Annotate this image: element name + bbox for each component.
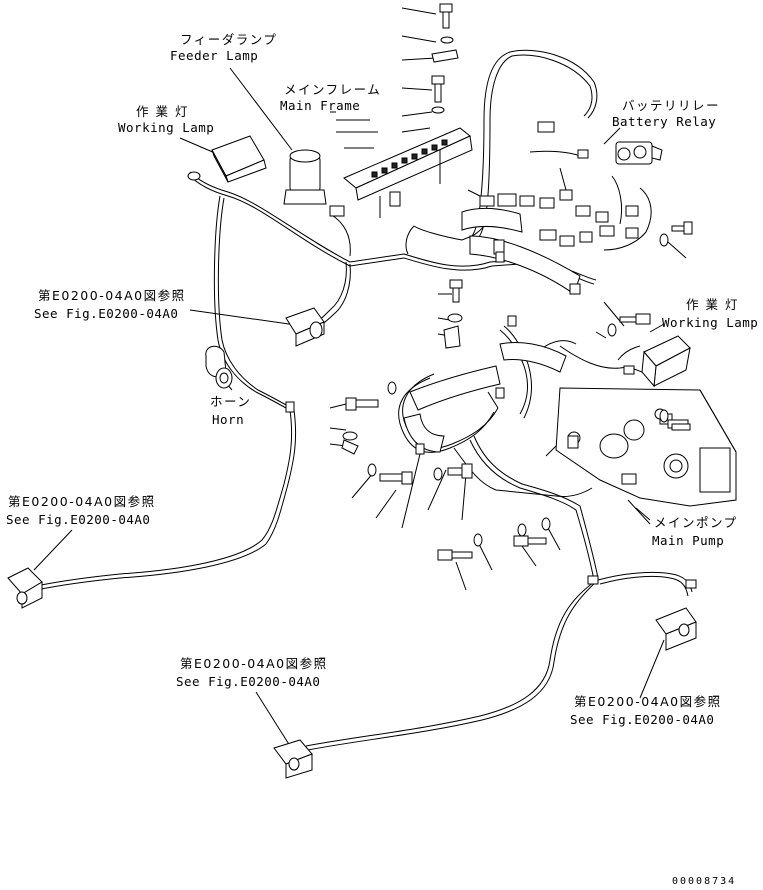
- see-fig-bottom-right-label-jp: 第E0200-04A0図参照: [574, 694, 722, 709]
- main-frame-label-jp: メインフレーム: [284, 82, 381, 97]
- leader-lines: [33, 7, 695, 747]
- bolt-stack-mid: [443, 279, 463, 349]
- bolt-head: [439, 3, 453, 13]
- feeder-lamp: [283, 149, 345, 217]
- see-fig-far-left-label-jp: 第E0200-04A0図参照: [8, 494, 156, 509]
- feeder-lamp-label-en: Feeder Lamp: [170, 48, 258, 63]
- working-lamp-right: [641, 335, 691, 388]
- relay-mount-bolt: [659, 221, 693, 247]
- drawing-number: 00008734: [672, 876, 736, 887]
- see-fig-far-left-label-en: See Fig.E0200-04A0: [6, 512, 150, 527]
- see-fig-left-label-jp: 第E0200-04A0図参照: [38, 288, 186, 303]
- wire-clamps: [285, 251, 697, 589]
- bolts-lower-left: [341, 381, 691, 561]
- working-lamp-left: [187, 135, 267, 183]
- horn-label-jp: ホーン: [210, 394, 251, 409]
- see-fig-bottom-label-en: See Fig.E0200-04A0: [176, 674, 320, 689]
- working-lamp-right-label-jp: 作 業 灯: [686, 297, 739, 312]
- washer: [440, 36, 454, 44]
- bolt-stack-top: [431, 3, 459, 114]
- working-lamp-right-label-en: Working Lamp: [662, 315, 758, 330]
- connector-bottom: [273, 739, 313, 779]
- see-fig-left-label-en: See Fig.E0200-04A0: [34, 306, 178, 321]
- feeder-lamp-label-jp: フィーダランプ: [180, 32, 277, 47]
- see-fig-bottom-label-jp: 第E0200-04A0図参照: [180, 656, 328, 671]
- frame-clip: [389, 191, 401, 207]
- working-lamp-left-label-en: Working Lamp: [118, 120, 214, 135]
- horn: [205, 345, 233, 389]
- main-pump-label-en: Main Pump: [652, 533, 724, 548]
- working-lamp-left-label-jp: 作 業 灯: [136, 104, 189, 119]
- harness-sleeves: [403, 207, 581, 453]
- battery-relay-label-en: Battery Relay: [612, 114, 716, 129]
- main-frame-terminal-block: [343, 127, 473, 218]
- main-frame-label-en: Main Frame: [280, 98, 360, 113]
- connector-bottom-right: [655, 607, 697, 651]
- relay-connector: [537, 121, 555, 133]
- main-pump-label-jp: メインポンプ: [654, 515, 738, 530]
- battery-relay-label-jp: バッテリリレー: [622, 98, 720, 113]
- see-fig-bottom-right-label-en: See Fig.E0200-04A0: [570, 712, 714, 727]
- main-pump: [555, 387, 737, 507]
- center-connector-cluster: [479, 189, 639, 255]
- bracket-left: [285, 307, 325, 347]
- bolt-right-lamp: [607, 313, 651, 337]
- connector-far-left: [7, 567, 43, 609]
- horn-label-en: Horn: [212, 412, 244, 427]
- battery-relay: [537, 121, 663, 165]
